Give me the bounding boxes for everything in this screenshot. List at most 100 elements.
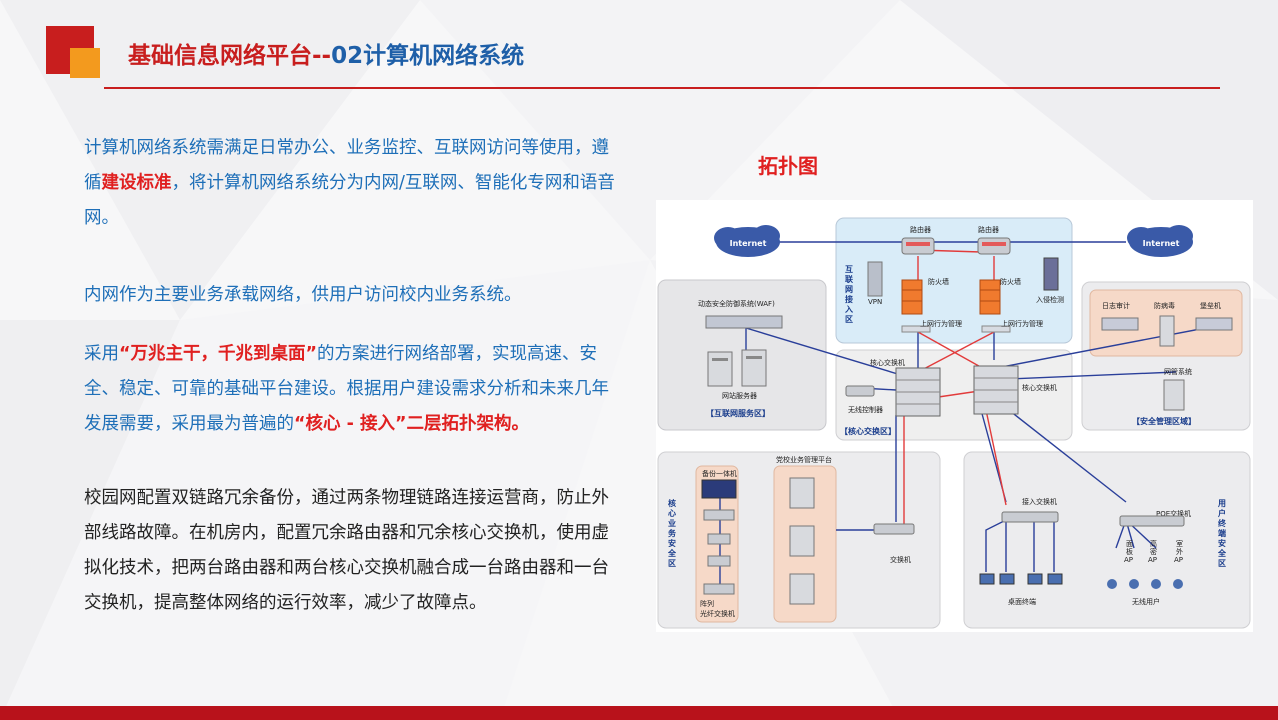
waf-icon bbox=[705, 315, 783, 329]
router-2-label: 路由器 bbox=[978, 225, 999, 234]
svg-text:务: 务 bbox=[668, 528, 677, 538]
ap-high-label-1: 高 bbox=[1150, 539, 1157, 548]
ap-outdoor-label-2: 外 bbox=[1176, 547, 1183, 556]
waf-label: 动态安全防御系统(WAF) bbox=[698, 299, 775, 308]
desktop-terminal-icons bbox=[979, 573, 1063, 585]
bastion-label: 堡垒机 bbox=[1200, 301, 1221, 310]
paragraph-intranet: 内网作为主要业务承载网络，供用户访问校内业务系统。 bbox=[84, 285, 522, 305]
zone-internet-access-label: 互 联 网 接 入 区 bbox=[844, 265, 853, 324]
p1-highlight: 建设标准 bbox=[101, 173, 172, 193]
antivirus-icon bbox=[1159, 315, 1175, 347]
svg-text:户: 户 bbox=[1218, 508, 1226, 518]
backup-appliance-icon bbox=[701, 479, 737, 499]
nms-label: 网管系统 bbox=[1164, 367, 1192, 376]
svg-text:终: 终 bbox=[1217, 518, 1227, 528]
links-blue bbox=[719, 241, 1217, 590]
router-2-icon bbox=[977, 237, 1011, 255]
poe-switch-icon bbox=[1119, 515, 1185, 527]
core-switch-2-icon bbox=[973, 365, 1019, 415]
access-switch-label: 接入交换机 bbox=[1022, 497, 1057, 506]
router-1-icon bbox=[901, 237, 935, 255]
svg-text:区: 区 bbox=[845, 315, 853, 324]
firewall-1-label: 防火墙 bbox=[928, 277, 949, 286]
wireless-user-label: 无线用户 bbox=[1132, 597, 1160, 606]
fiber-switch-icon bbox=[703, 583, 735, 595]
svg-text:用: 用 bbox=[1217, 499, 1226, 508]
paragraph-redundancy: 校园网配置双链路冗余备份，通过两条物理链路连接运营商，防止外部线路故障。在机房内… bbox=[84, 488, 609, 613]
svg-text:联: 联 bbox=[845, 274, 853, 284]
svg-text:入: 入 bbox=[844, 305, 853, 314]
p3-text-c: 的方案进行网络部署，实现高速、安全、稳定、可靠的基础平台建设。根据用户建设需求分… bbox=[84, 344, 609, 434]
web-server-label: 网站服务器 bbox=[722, 391, 757, 400]
vpn-label: VPN bbox=[868, 298, 882, 306]
array-switch-label-2: 光纤交换机 bbox=[700, 609, 735, 618]
business-switch-icon bbox=[873, 523, 915, 535]
zone-security-mgmt-label: 【安全管理区域】 bbox=[1132, 416, 1196, 426]
zone-internet-service-label: 【互联网服务区】 bbox=[706, 408, 770, 418]
vpn-icon bbox=[867, 261, 883, 297]
core-switch-1-label: 核心交换机 bbox=[870, 358, 905, 367]
svg-text:全: 全 bbox=[1217, 548, 1227, 558]
party-platform-label: 党校业务管理平台 bbox=[776, 455, 832, 464]
wireless-user-icons bbox=[1107, 579, 1183, 589]
storage-array-2-icon bbox=[707, 533, 731, 545]
svg-text:区: 区 bbox=[1218, 559, 1226, 568]
behavior-mgmt-1-icon bbox=[901, 325, 931, 333]
ap-panel-label-2: 板 bbox=[1126, 547, 1133, 556]
poe-switch-label: POE交换机 bbox=[1156, 509, 1191, 518]
ap-outdoor-label-1: 室 bbox=[1176, 539, 1183, 548]
desktop-terminal-label: 桌面终端 bbox=[1008, 597, 1036, 606]
wireless-controller-icon bbox=[845, 385, 875, 397]
p3-highlight-2: “核心 - 接入”二层拓扑架构。 bbox=[294, 414, 529, 434]
svg-text:安: 安 bbox=[668, 538, 676, 548]
title-part-1: 基础信息网络平台-- bbox=[128, 43, 332, 69]
svg-text:业: 业 bbox=[668, 518, 676, 528]
svg-text:全: 全 bbox=[667, 548, 677, 558]
zone-user-terminal-box bbox=[963, 451, 1251, 629]
log-audit-icon bbox=[1101, 317, 1139, 331]
title-part-2: 02计算机网络系统 bbox=[331, 43, 525, 69]
zone-core-switch-label: 【核心交换区】 bbox=[840, 426, 896, 436]
zone-internet-access-box bbox=[835, 217, 1073, 344]
paragraph-architecture: 采用“万兆主干，千兆到桌面”的方案进行网络部署，实现高速、安全、稳定、可靠的基础… bbox=[84, 337, 624, 442]
business-switch-label: 交换机 bbox=[890, 555, 911, 564]
antivirus-label: 防病毒 bbox=[1154, 301, 1175, 310]
links-red bbox=[903, 249, 1007, 528]
title-divider bbox=[104, 87, 1220, 89]
firewall-2-label: 防火墙 bbox=[1000, 277, 1021, 286]
platform-server-1-icon bbox=[789, 477, 815, 509]
platform-server-3-icon bbox=[789, 573, 815, 605]
log-audit-label: 日志审计 bbox=[1102, 301, 1130, 310]
behavior-mgmt-2-icon bbox=[981, 325, 1011, 333]
internet-left-label: Internet bbox=[730, 239, 767, 248]
storage-array-1-icon bbox=[703, 509, 735, 521]
svg-text:互: 互 bbox=[845, 265, 853, 274]
ap-panel-label-3: AP bbox=[1124, 556, 1133, 564]
internet-cloud-right-icon bbox=[1127, 225, 1193, 257]
topology-diagram: Internet Internet 路由器 路由器 VPN 防火墙 防火墙 入侵… bbox=[656, 200, 1253, 632]
p3-highlight-1: “万兆主干，千兆到桌面” bbox=[119, 344, 318, 364]
svg-text:端: 端 bbox=[1218, 528, 1226, 538]
p1-text-c: ，将计算机网络系统分为内网/互联网、智能化专网和语音网。 bbox=[84, 173, 615, 228]
ap-high-label-2: 密 bbox=[1150, 547, 1157, 556]
diagram-heading: 拓扑图 bbox=[758, 154, 818, 178]
wireless-controller-label: 无线控制器 bbox=[848, 405, 883, 414]
backup-appliance-label: 备份一体机 bbox=[702, 469, 737, 478]
web-server-2-icon bbox=[741, 349, 767, 387]
svg-text:接: 接 bbox=[845, 294, 853, 304]
core-switch-1-icon bbox=[895, 367, 941, 417]
core-switch-2-label: 核心交换机 bbox=[1022, 383, 1057, 392]
firewall-1-icon bbox=[901, 279, 923, 315]
logo-square-orange bbox=[70, 48, 100, 78]
behavior-mgmt-1-label: 上网行为管理 bbox=[920, 319, 962, 328]
bastion-icon bbox=[1195, 317, 1233, 331]
firewall-2-icon bbox=[979, 279, 1001, 315]
platform-server-2-icon bbox=[789, 525, 815, 557]
page-title: 基础信息网络平台--02计算机网络系统 bbox=[128, 36, 524, 70]
svg-text:区: 区 bbox=[668, 559, 676, 568]
nms-server-icon bbox=[1163, 379, 1185, 411]
array-switch-label-1: 阵列 bbox=[700, 599, 714, 608]
svg-text:安: 安 bbox=[1218, 538, 1226, 548]
ids-label: 入侵检测 bbox=[1036, 295, 1064, 304]
svg-text:网: 网 bbox=[845, 285, 853, 294]
